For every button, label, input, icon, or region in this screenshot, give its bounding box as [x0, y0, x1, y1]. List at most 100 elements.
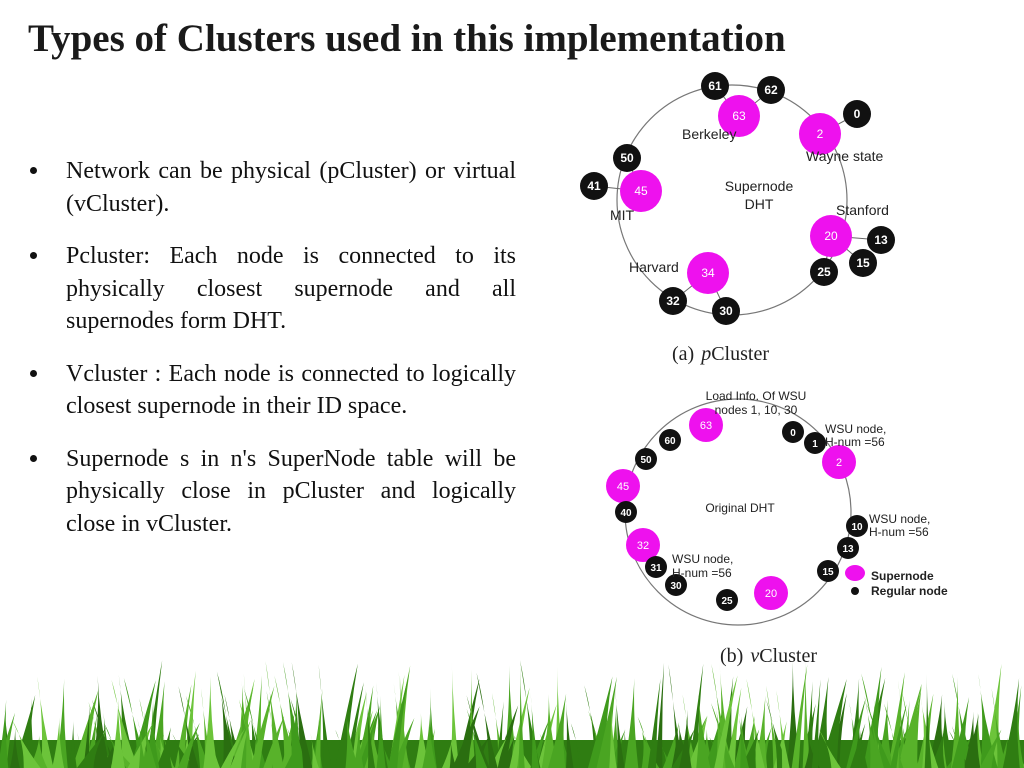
vcluster-node-0: 0: [782, 421, 804, 443]
svg-text:31: 31: [650, 563, 662, 574]
svg-text:30: 30: [719, 304, 733, 318]
svg-text:25: 25: [721, 596, 733, 607]
label-supernode-dht-1: Supernode: [725, 178, 794, 194]
label-supernode-dht-2: DHT: [745, 196, 774, 212]
svg-text:50: 50: [640, 455, 652, 466]
svg-text:32: 32: [637, 540, 649, 552]
bullet-item: Network can be physical (pCluster) or vi…: [30, 155, 516, 220]
label-harvard: Harvard: [629, 259, 679, 275]
svg-text:34: 34: [701, 266, 715, 280]
wsu-label-3b: H-num =56: [672, 566, 732, 580]
wsu-label-1b: H-num =56: [825, 435, 885, 449]
vcluster-supernode-2: 2: [822, 445, 856, 479]
vcluster-node-15: 15: [817, 560, 839, 582]
vcluster-caption: (b) vCluster: [720, 645, 817, 667]
svg-text:45: 45: [634, 184, 648, 198]
svg-text:40: 40: [620, 508, 632, 519]
vcluster-node-30: 30: [665, 574, 687, 596]
label-original-dht: Original DHT: [705, 501, 775, 515]
bullet-text: Network can be physical (pCluster) or vi…: [66, 158, 516, 217]
bullet-text: Pcluster: Each node is connected to its …: [66, 243, 516, 334]
label-wayne-state: Wayne state: [806, 148, 884, 164]
svg-text:60: 60: [664, 436, 676, 447]
svg-text:13: 13: [874, 233, 888, 247]
pcluster-node-32: 32: [659, 287, 687, 315]
svg-text:41: 41: [587, 179, 601, 193]
svg-text:45: 45: [617, 481, 629, 493]
svg-text:62: 62: [764, 83, 778, 97]
vcluster-node-40: 40: [615, 501, 637, 523]
vcluster-node-25: 25: [716, 589, 738, 611]
load-info-line-1: Load Info. Of WSU: [706, 389, 807, 403]
svg-text:1: 1: [812, 439, 818, 450]
vcluster-node-31: 31: [645, 556, 667, 578]
bullet-dot: [30, 252, 37, 259]
wsu-label-2a: WSU node,: [869, 512, 930, 526]
bullet-dot: [30, 369, 37, 377]
svg-text:15: 15: [856, 256, 870, 270]
svg-text:32: 32: [666, 294, 680, 308]
bullet-dot: [30, 454, 37, 462]
pcluster-supernode-34: 34: [687, 252, 729, 294]
pcluster-supernode-2: 2: [799, 113, 841, 155]
pcluster-supernode-63: 63: [718, 95, 760, 137]
slide-title: Types of Clusters used in this implement…: [28, 17, 786, 60]
pcluster-supernode-20: 20: [810, 215, 852, 257]
legend-regular-label: Regular node: [871, 584, 948, 598]
svg-text:30: 30: [670, 581, 682, 592]
svg-text:0: 0: [790, 428, 796, 439]
load-info-line-2: nodes 1, 10, 30: [715, 403, 798, 417]
svg-text:15: 15: [822, 567, 834, 578]
wsu-label-2b: H-num =56: [869, 525, 929, 539]
legend-regular-swatch: [851, 587, 859, 595]
legend: Supernode Regular node: [845, 565, 948, 598]
vcluster-supernode-32: 32: [626, 528, 660, 562]
label-mit: MIT: [610, 207, 635, 223]
label-berkeley: Berkeley: [682, 126, 736, 142]
vcluster-supernode-45: 45: [606, 469, 640, 503]
vcluster-node-50: 50: [635, 448, 657, 470]
bullet-list: Network can be physical (pCluster) or vi…: [30, 155, 516, 560]
vcluster-node-10: 10: [846, 515, 868, 537]
svg-text:20: 20: [765, 588, 777, 600]
svg-text:10: 10: [851, 522, 863, 533]
svg-text:2: 2: [836, 457, 842, 469]
svg-text:13: 13: [842, 544, 854, 555]
pcluster-node-61: 61: [701, 72, 729, 100]
bullet-item: Pcluster: Each node is connected to its …: [30, 240, 516, 338]
pcluster-caption: (a) pCluster: [672, 343, 769, 365]
grass-decoration: [0, 658, 1024, 768]
svg-text:25: 25: [817, 265, 831, 279]
pcluster-node-50: 50: [613, 144, 641, 172]
legend-supernode-swatch: [845, 565, 865, 581]
svg-text:63: 63: [732, 109, 746, 123]
vcluster-node-60: 60: [659, 429, 681, 451]
pcluster-node-41: 41: [580, 172, 608, 200]
svg-text:50: 50: [620, 151, 634, 165]
pcluster-node-30: 30: [712, 297, 740, 325]
svg-text:61: 61: [708, 79, 722, 93]
bullet-text: Vcluster : Each node is connected to log…: [66, 360, 516, 420]
svg-text:2: 2: [817, 127, 824, 141]
wsu-label-1a: WSU node,: [825, 422, 886, 436]
vcluster-node-1: 1: [804, 432, 826, 454]
legend-supernode-label: Supernode: [871, 569, 934, 583]
bullet-item: Vcluster : Each node is connected to log…: [30, 358, 516, 423]
label-stanford: Stanford: [836, 202, 889, 218]
pcluster-node-25: 25: [810, 258, 838, 286]
bullet-text: Supernode s in n's SuperNode table will …: [66, 445, 516, 537]
pcluster-node-15: 15: [849, 249, 877, 277]
wsu-label-3a: WSU node,: [672, 552, 733, 566]
svg-text:20: 20: [824, 229, 838, 243]
pcluster-node-0: 0: [843, 100, 871, 128]
svg-text:0: 0: [854, 107, 861, 121]
pcluster-supernode-45: 45: [620, 170, 662, 212]
pcluster-node-13: 13: [867, 226, 895, 254]
svg-text:63: 63: [700, 420, 712, 432]
bullet-dot: [30, 167, 37, 174]
vcluster-supernode-20: 20: [754, 576, 788, 610]
bullet-item: Supernode s in n's SuperNode table will …: [30, 443, 516, 541]
vcluster-diagram: 63 2 45 32 20 0 1 60 50 40 10 13 15 31 3…: [606, 389, 948, 667]
vcluster-node-13: 13: [837, 537, 859, 559]
